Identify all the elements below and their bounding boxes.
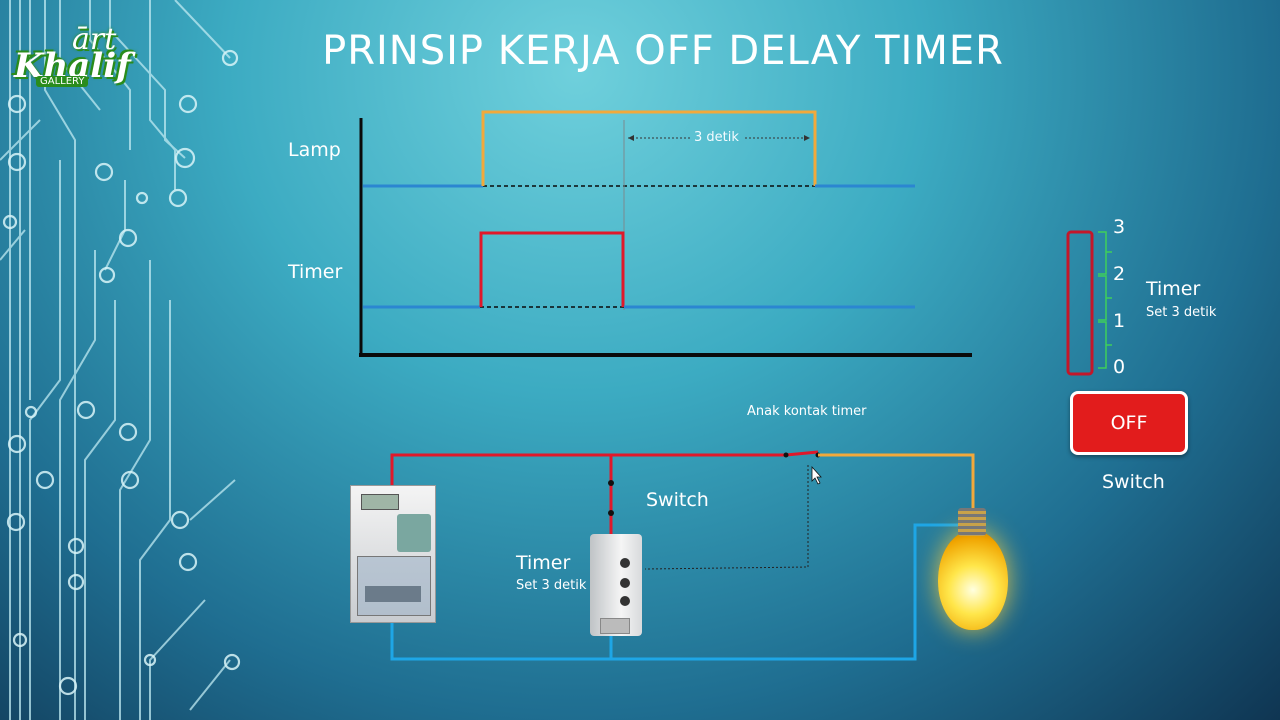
circuit-timer-label: Timer	[516, 552, 571, 574]
gauge-sublabel: Set 3 detik	[1146, 305, 1217, 320]
circuit-timer-sublabel: Set 3 detik	[516, 578, 587, 593]
gauge-tick-2: 2	[1113, 263, 1126, 285]
cursor-arrow-icon	[811, 465, 822, 485]
gauge-label: Timer	[1146, 278, 1201, 300]
timer-signal	[363, 231, 915, 309]
page-title: PRINSIP KERJA OFF DELAY TIMER	[322, 28, 1004, 74]
phase-wire	[390, 450, 819, 536]
timer-gauge-bar	[1066, 230, 1094, 376]
neutral-wire	[390, 523, 958, 661]
gauge-tick-0: 0	[1113, 356, 1126, 378]
gauge-tick-1: 1	[1113, 310, 1126, 332]
circuit-switch-label: Switch	[646, 489, 709, 511]
gauge-tick-3: 3	[1113, 216, 1126, 238]
kwh-meter-image	[350, 485, 436, 623]
lamp-wire	[818, 453, 975, 512]
logo-line-3: GALLERY	[36, 76, 89, 87]
interval-label: 3 detik	[694, 130, 739, 145]
switch-contact	[608, 480, 614, 516]
light-bulb-image	[936, 508, 1010, 632]
lamp-signal	[363, 110, 915, 188]
timer-relay-image	[590, 534, 642, 636]
timer-gauge	[1066, 230, 1112, 376]
lamp-signal-label: Lamp	[288, 139, 341, 161]
logo-line-1: ārt	[72, 22, 117, 57]
switch-caption: Switch	[1102, 471, 1165, 493]
off-button[interactable]: OFF	[1070, 391, 1188, 455]
contact-label: Anak kontak timer	[747, 404, 867, 419]
logo: ārt Khalif GALLERY	[14, 20, 144, 92]
timer-signal-label: Timer	[288, 261, 343, 283]
circuit-trace-decoration	[0, 0, 241, 720]
chart-axes	[359, 118, 972, 357]
